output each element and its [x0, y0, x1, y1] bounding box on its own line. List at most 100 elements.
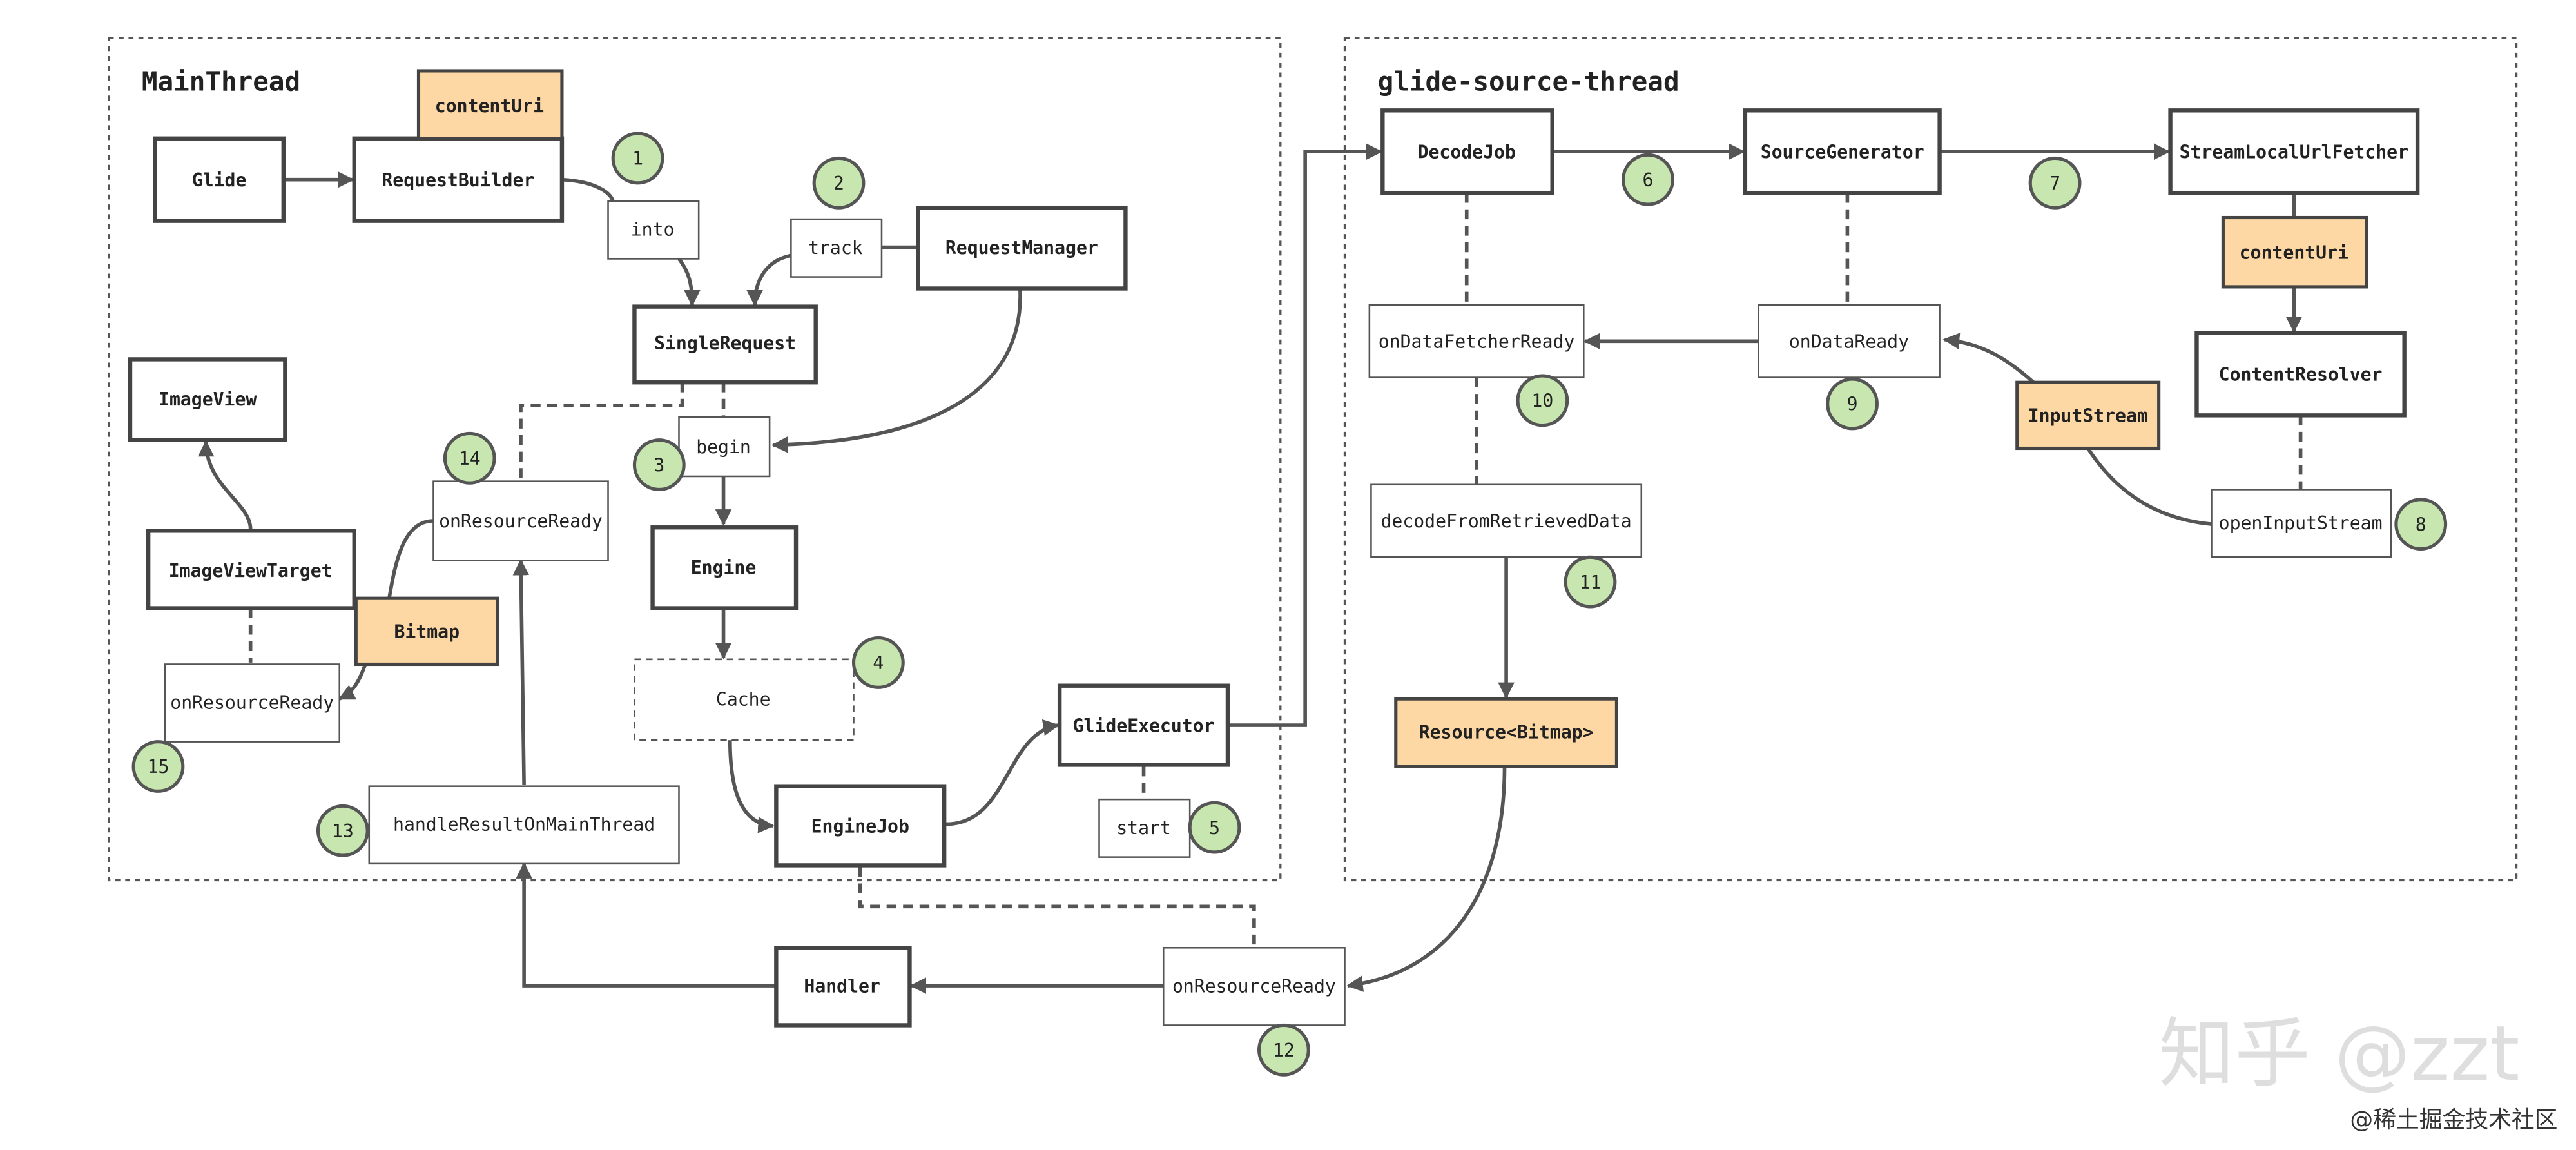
- node-handler: Handler: [774, 946, 912, 1028]
- step-badge-2-label: 2: [833, 173, 844, 194]
- node-open-input-stream: openInputStream: [2211, 489, 2392, 558]
- node-resource-bitmap-label: Resource<Bitmap>: [1419, 722, 1594, 743]
- node-bitmap-label: Bitmap: [394, 621, 460, 643]
- node-content-uri-source: contentUri: [2221, 215, 2368, 289]
- edge-enginejob-onresourceready: [858, 866, 1256, 948]
- step-badge-6-label: 6: [1643, 170, 1654, 191]
- node-image-view-target: ImageViewTarget: [146, 529, 356, 610]
- node-image-view-target-label: ImageViewTarget: [169, 560, 333, 581]
- node-handler-label: Handler: [804, 975, 880, 997]
- node-glide-label: Glide: [192, 170, 247, 191]
- node-into: into: [607, 200, 700, 260]
- node-bitmap: Bitmap: [354, 596, 499, 667]
- node-on-resource-ready-main: onResourceReady: [432, 480, 609, 561]
- node-glide: Glide: [153, 136, 286, 223]
- edge-singlerequest-onresourceready: [519, 382, 684, 482]
- step-badge-2: 2: [812, 156, 866, 210]
- main-thread-region: [108, 37, 1282, 882]
- node-decode-from-retrieved: decodeFromRetrievedData: [1370, 483, 1643, 558]
- node-glide-executor-label: GlideExecutor: [1073, 715, 1215, 736]
- edge-handleresult-onresourceready: [512, 558, 530, 785]
- step-badge-7: 7: [2028, 156, 2082, 210]
- connectors: [197, 143, 2303, 994]
- edge-into-singlerequest: [677, 257, 701, 307]
- step-badge-12-label: 12: [1273, 1040, 1295, 1061]
- node-request-builder: RequestBuilder: [352, 136, 565, 223]
- step-badge-15: 15: [131, 740, 185, 793]
- node-single-request-label: SingleRequest: [654, 333, 796, 354]
- node-decode-job-label: DecodeJob: [1418, 141, 1516, 162]
- step-badge-13: 13: [316, 804, 369, 857]
- node-decode-job: DecodeJob: [1380, 108, 1554, 195]
- main-thread-title: MainThread: [142, 66, 300, 97]
- node-single-request: SingleRequest: [632, 304, 818, 385]
- node-image-view-label: ImageView: [159, 389, 257, 410]
- node-on-data-ready: onDataReady: [1758, 304, 1941, 378]
- node-start: start: [1098, 798, 1191, 858]
- node-request-manager: RequestManager: [916, 205, 1128, 291]
- step-badge-15-label: 15: [148, 756, 169, 777]
- edge-handler-handleresult: [516, 862, 775, 988]
- node-content-uri-main: contentUri: [416, 69, 564, 141]
- edge-requestmanager-begin: [771, 288, 1022, 453]
- node-on-data-ready-label: onDataReady: [1789, 331, 1909, 353]
- node-handle-result: handleResultOnMainThread: [368, 785, 680, 865]
- node-input-stream-label: InputStream: [2028, 405, 2148, 427]
- node-handle-result-label: handleResultOnMainThread: [393, 814, 655, 835]
- edge-requestbuilder-into: [561, 177, 615, 202]
- node-open-input-stream-label: openInputStream: [2219, 512, 2383, 534]
- node-content-resolver: ContentResolver: [2194, 331, 2407, 418]
- node-cache: Cache: [634, 658, 855, 741]
- edge-imageviewtarget-imageview: [197, 440, 253, 530]
- node-begin-label: begin: [696, 436, 751, 458]
- step-badge-14: 14: [443, 431, 496, 485]
- node-on-resource-ready-engine-label: onResourceReady: [1172, 975, 1336, 997]
- node-engine-job-label: EngineJob: [811, 815, 909, 837]
- node-stream-fetcher-label: StreamLocalUrlFetcher: [2180, 141, 2408, 162]
- step-badge-13-label: 13: [332, 821, 354, 842]
- node-on-data-fetcher-ready-label: onDataFetcherReady: [1379, 331, 1575, 353]
- node-on-resource-ready-target: onResourceReady: [164, 663, 341, 743]
- node-content-resolver-label: ContentResolver: [2219, 364, 2383, 385]
- step-badge-14-label: 14: [459, 448, 481, 469]
- node-on-resource-ready-engine: onResourceReady: [1162, 946, 1346, 1026]
- edge-onresourceready-bitmap: [387, 519, 434, 601]
- edge-executor-decodejob: [1229, 143, 1383, 727]
- edge-bitmap-onresourceready: [338, 662, 368, 701]
- step-badge-9: 9: [1826, 377, 1879, 431]
- node-start-label: start: [1116, 817, 1171, 839]
- step-badge-1: 1: [611, 132, 664, 185]
- edge-enginejob-executor: [945, 719, 1060, 826]
- node-track: track: [790, 218, 883, 278]
- edge-track-singlerequest: [746, 253, 791, 307]
- node-request-builder-label: RequestBuilder: [382, 170, 534, 191]
- node-content-uri-main-label: contentUri: [435, 95, 544, 117]
- step-badge-5-label: 5: [1209, 817, 1220, 839]
- step-badge-6: 6: [1622, 153, 1674, 206]
- node-track-label: track: [808, 237, 863, 258]
- step-badges: 1 2 3 4 5 6 7 8 9 10 11 12 13 14 15: [131, 132, 2448, 1077]
- edge-inputstream-ondataready: [1942, 333, 2035, 384]
- node-on-resource-ready-target-label: onResourceReady: [170, 692, 334, 714]
- watermark-zhihu: 知乎 @zzt: [2159, 1009, 2520, 1098]
- step-badge-10: 10: [1516, 374, 1569, 427]
- node-on-data-fetcher-ready: onDataFetcherReady: [1368, 304, 1585, 378]
- node-request-manager-label: RequestManager: [945, 237, 1098, 258]
- node-stream-fetcher: StreamLocalUrlFetcher: [2168, 108, 2420, 195]
- node-cache-label: Cache: [716, 688, 771, 710]
- step-badge-12: 12: [1257, 1023, 1310, 1077]
- step-badge-5: 5: [1188, 801, 1241, 854]
- step-badge-8: 8: [2394, 498, 2448, 551]
- node-content-uri-source-label: contentUri: [2240, 242, 2348, 263]
- node-engine-label: Engine: [691, 557, 757, 578]
- watermark-juejin: @稀土掘金技术社区: [2350, 1107, 2557, 1133]
- step-badge-4: 4: [851, 636, 905, 689]
- node-decode-from-retrieved-label: decodeFromRetrievedData: [1380, 511, 1631, 532]
- node-glide-executor: GlideExecutor: [1057, 683, 1230, 767]
- step-badge-3-label: 3: [654, 454, 664, 476]
- node-source-generator: SourceGenerator: [1743, 108, 1942, 195]
- node-into-label: into: [631, 219, 675, 240]
- node-source-generator-label: SourceGenerator: [1761, 141, 1924, 162]
- node-image-view: ImageView: [128, 357, 287, 442]
